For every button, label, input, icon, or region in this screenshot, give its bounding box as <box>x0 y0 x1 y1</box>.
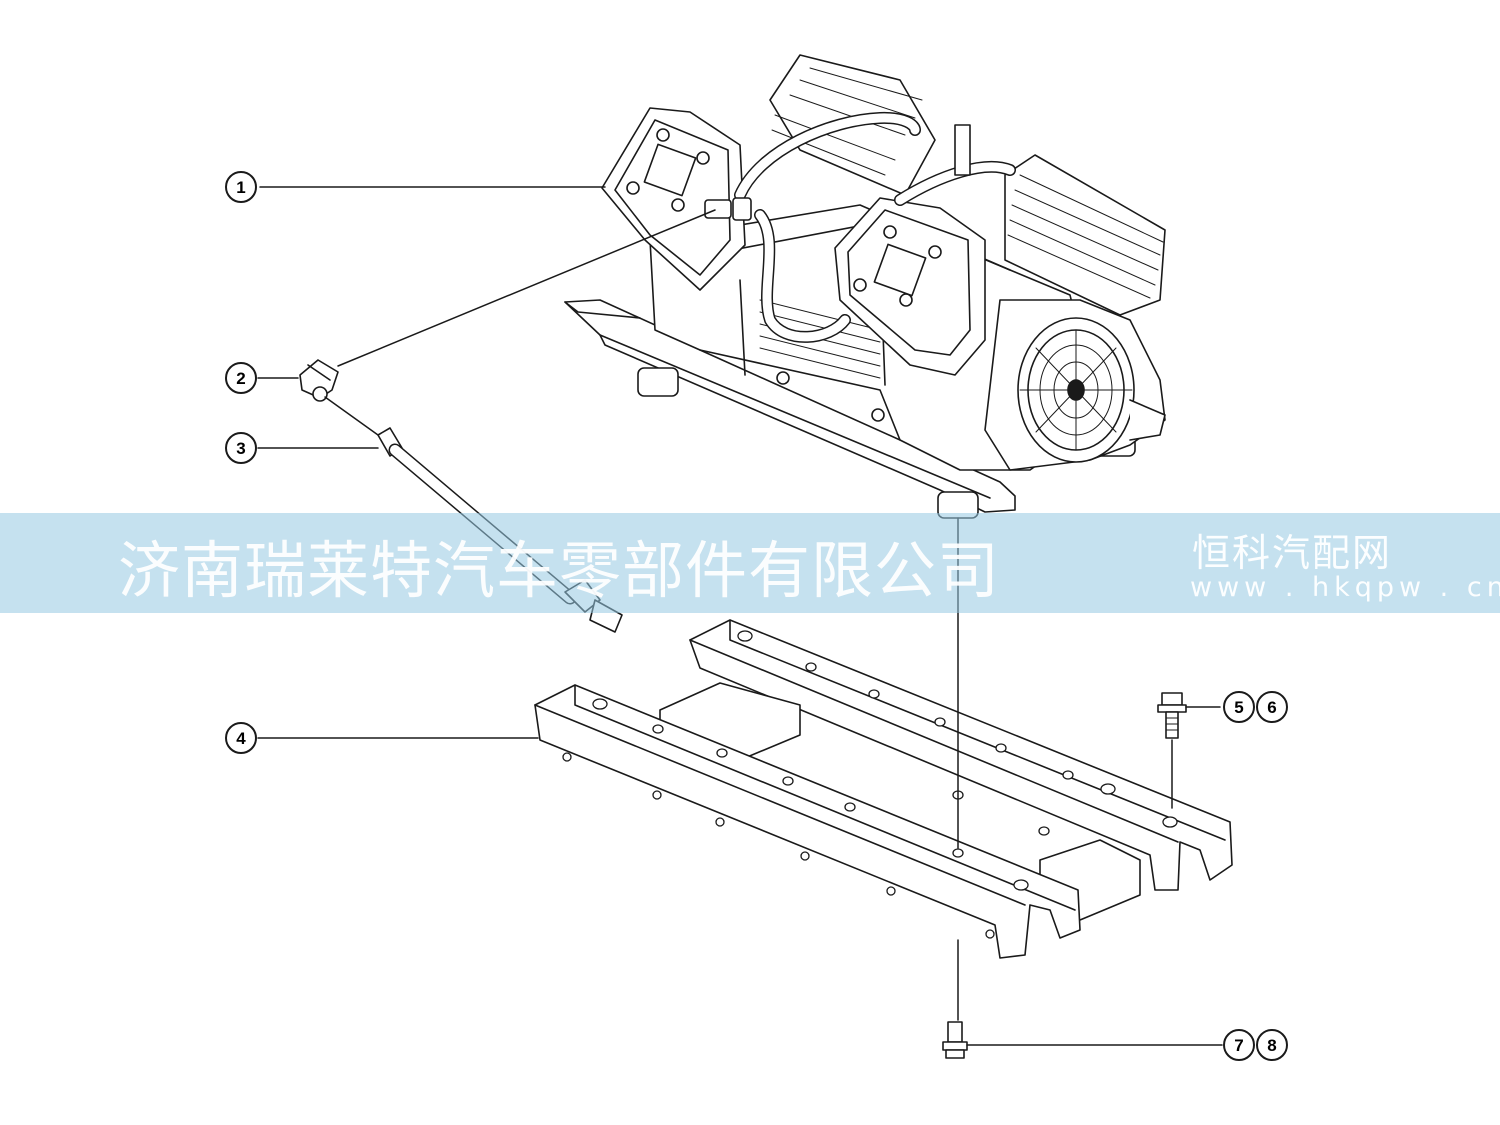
callout-6: 6 <box>1256 691 1288 723</box>
watermark-brand: 恒科汽配网 <box>1192 531 1393 575</box>
watermark-url: www . hkqpw . cn <box>1190 572 1500 603</box>
watermark-band <box>0 513 1500 613</box>
callout-6-label: 6 <box>1267 698 1276 717</box>
callout-5: 5 <box>1223 691 1255 723</box>
callout-8-label: 8 <box>1267 1036 1276 1055</box>
mounting-frame <box>534 619 1233 959</box>
callout-3-label: 3 <box>236 439 245 458</box>
lower-bolt <box>942 1021 968 1059</box>
compressor-assembly <box>564 54 1166 519</box>
callout-7-label: 7 <box>1234 1036 1243 1055</box>
callout-2: 2 <box>225 362 257 394</box>
callout-5-label: 5 <box>1234 698 1243 717</box>
callout-1: 1 <box>225 171 257 203</box>
callout-2-label: 2 <box>236 369 245 388</box>
callout-3: 3 <box>225 432 257 464</box>
upper-bolt <box>1157 692 1187 739</box>
callout-8: 8 <box>1256 1029 1288 1061</box>
callout-4: 4 <box>225 722 257 754</box>
watermark-company: 济南瑞莱特汽车零部件有限公司 <box>118 534 1001 607</box>
callout-1-label: 1 <box>236 178 245 197</box>
elbow-fitting <box>299 359 339 402</box>
callout-7: 7 <box>1223 1029 1255 1061</box>
callout-4-label: 4 <box>236 729 246 748</box>
